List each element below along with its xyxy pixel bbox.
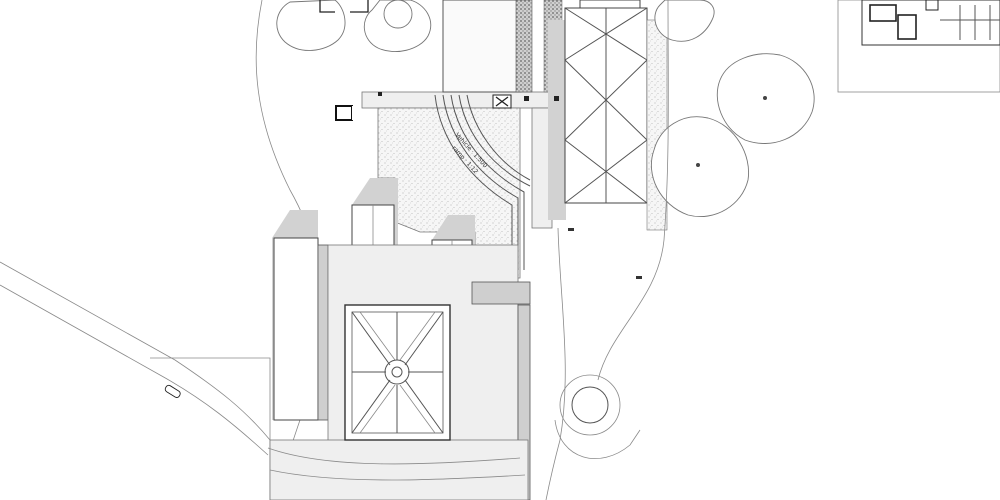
east-boundary [545, 0, 669, 500]
driveway-gate [335, 94, 512, 121]
tree-group-north-west [276, 0, 432, 52]
bollards [378, 92, 642, 279]
formal-garden [344, 304, 451, 441]
tree-group-east [650, 0, 815, 217]
pavilion-west [272, 210, 329, 421]
garden-path-curves [267, 447, 526, 481]
barn-building [548, 0, 668, 231]
roundabout [554, 374, 641, 460]
context-building-plan [837, 0, 1000, 93]
car-icon [164, 384, 181, 398]
gate-structure [319, 0, 369, 13]
